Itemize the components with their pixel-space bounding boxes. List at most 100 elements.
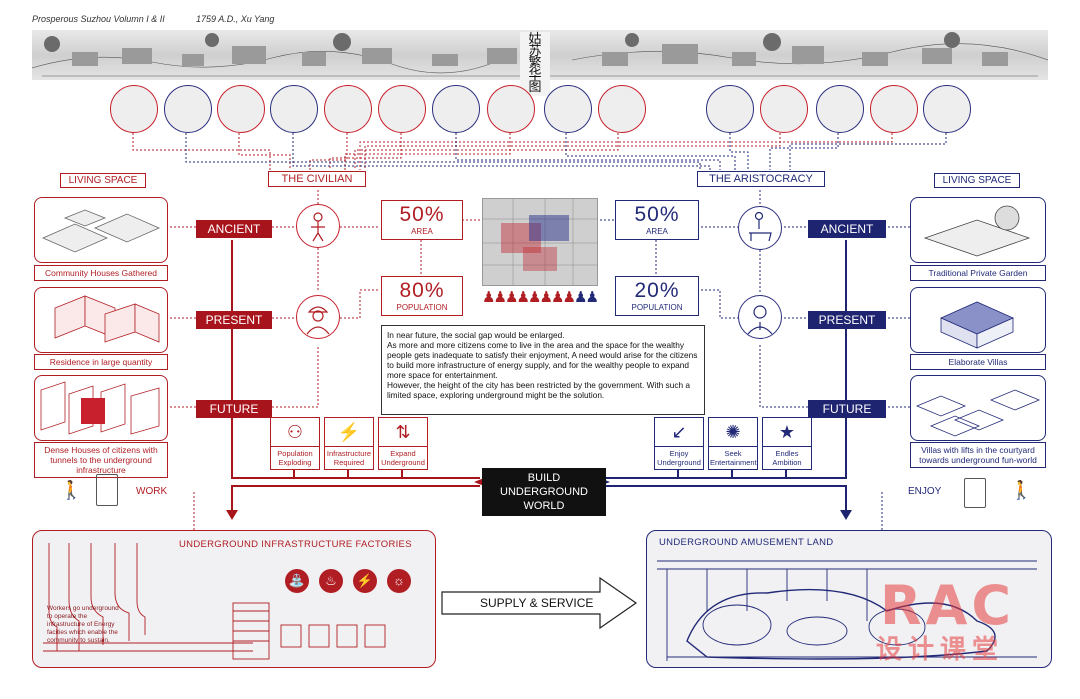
aristocracy-area-label: AREA [646,227,668,236]
person-figure-icon: ♟ [516,289,530,306]
walking-person-right-icon: 🚶 [1010,480,1033,500]
person-figure-icon: ♟ [539,289,553,306]
watermark-logo: RAC [880,574,1016,637]
vignette-9 [544,85,592,133]
aristocracy-area-stat: 50% AREA [615,200,699,240]
source-title: Prosperous Suzhou Volumn I & II [32,14,165,24]
lift-tower-icon [964,478,986,508]
factories-note: Workers go underground to operate the in… [47,605,119,644]
vignette-3 [217,85,265,133]
civilian-area-value: 50% [399,203,445,226]
civilian-population-stat: 80% POPULATION [381,276,463,316]
amusement-panel: UNDERGROUND AMUSEMENT LAND [646,530,1052,668]
supply-arrow [441,576,638,630]
aristocracy-era-present: PRESENT [808,311,886,329]
narrative-line-1: In near future, the social gap would be … [387,330,565,340]
population-people-bar: ♟♟♟♟♟♟♟♟♟♟ [482,288,599,308]
civilian-population-value: 80% [399,279,445,302]
civilian-future-image [34,375,168,441]
vignette-13 [816,85,864,133]
narrative-text-box: In near future, the social gap would be … [381,325,705,415]
amusement-title: UNDERGROUND AMUSEMENT LAND [659,537,834,548]
person-figure-icon: ♟ [528,289,542,306]
aristocracy-ancient-rider-icon [738,206,782,250]
aristocracy-area-value: 50% [634,203,680,226]
city-map-image [482,198,598,286]
watermark-text: 设计课堂 [876,635,1005,665]
vignette-8 [487,85,535,133]
narrative-line-3: However, the height of the city has been… [387,380,690,400]
factories-title: UNDERGROUND INFRASTRUCTURE FACTORIES [179,539,412,550]
person-figure-icon: ♟ [482,289,496,306]
civilian-future-caption: Dense Houses of citizens with tunnels to… [34,442,168,478]
need-population-exploding: ⚇ Population Exploding [270,417,320,470]
civilian-area-label: AREA [411,227,433,236]
enjoy-label: ENJOY [908,486,942,497]
aristocracy-present-image [910,287,1046,353]
walking-person-icon: 🚶 [60,480,83,500]
elevator-shaft-icon [96,474,118,506]
need-seek-entertainment: ✺ Seek Entertainment [708,417,758,470]
person-figure-icon: ♟ [585,289,599,306]
aristocracy-label: THE ARISTOCRACY [697,171,825,187]
civilian-era-present: PRESENT [196,311,272,329]
build-underground-world-box: BUILD UNDERGROUND WORLD [482,468,606,516]
narrative-line-2: As more and more citizens come to live i… [387,340,698,380]
light-bulb-icon: ☼ [387,569,411,593]
need-expand-underground: ⇅ Expand Underground [378,417,428,470]
crowd-icon: ⚇ [271,418,319,447]
aristocracy-future-image [910,375,1046,441]
vignette-15 [923,85,971,133]
aristocracy-era-future: FUTURE [808,400,886,418]
figure-star-icon: ★ [763,418,811,447]
civilian-era-ancient: ANCIENT [196,220,272,238]
civilian-label: THE CIVILIAN [268,171,366,187]
fire-icon: ♨ [319,569,343,593]
elevator-icon: ⇅ [379,418,427,447]
lightning-icon: ⚡ [353,569,377,593]
factories-panel: UNDERGROUND INFRASTRUCTURE FACTORIES ⛲ ♨… [32,530,436,668]
person-figure-icon: ♟ [505,289,519,306]
water-tap-icon: ⛲ [285,569,309,593]
need-endless-ambition: ★ Endles Ambition [762,417,812,470]
supply-service-label: SUPPLY & SERVICE [480,596,594,610]
plug-icon: ⚡ [325,418,373,447]
vignette-5 [324,85,372,133]
civilian-living-space-label: LIVING SPACE [60,173,146,188]
vignette-7 [432,85,480,133]
painting-title-seal: 姑 苏 繁 华 图 [520,32,550,96]
slide-icon: ↙ [655,418,703,447]
source-author: 1759 A.D., Xu Yang [196,14,275,24]
civilian-present-worker-icon [296,295,340,339]
person-figure-icon: ♟ [551,289,565,306]
vignette-1 [110,85,158,133]
aristocracy-ancient-image [910,197,1046,263]
aristocracy-era-ancient: ANCIENT [808,220,886,238]
vignette-11 [706,85,754,133]
aristocracy-ancient-caption: Traditional Private Garden [910,265,1046,281]
vignette-2 [164,85,212,133]
need-infrastructure-required: ⚡ Infrastructure Required [324,417,374,470]
person-figure-icon: ♟ [493,289,507,306]
vignette-12 [760,85,808,133]
vignette-4 [270,85,318,133]
aristocracy-future-caption: Villas with lifts in the courtyard towar… [910,442,1046,468]
vignette-6 [378,85,426,133]
aristocracy-population-label: POPULATION [631,303,683,312]
aristocracy-present-caption: Elaborate Villas [910,354,1046,370]
aristocracy-population-value: 20% [634,279,680,302]
civilian-era-future: FUTURE [196,400,272,418]
work-label: WORK [136,486,168,497]
civilian-ancient-image [34,197,168,263]
civilian-present-image [34,287,168,353]
vignette-14 [870,85,918,133]
civilian-area-stat: 50% AREA [381,200,463,240]
civilian-ancient-figure-icon [296,204,340,248]
civilian-population-label: POPULATION [396,303,448,312]
civilian-present-caption: Residence in large quantity [34,354,168,370]
vignette-row [110,85,971,135]
aristocracy-living-space-label: LIVING SPACE [934,173,1020,188]
civilian-ancient-caption: Community Houses Gathered [34,265,168,281]
need-enjoy-underground: ↙ Enjoy Underground [654,417,704,470]
fireworks-icon: ✺ [709,418,757,447]
